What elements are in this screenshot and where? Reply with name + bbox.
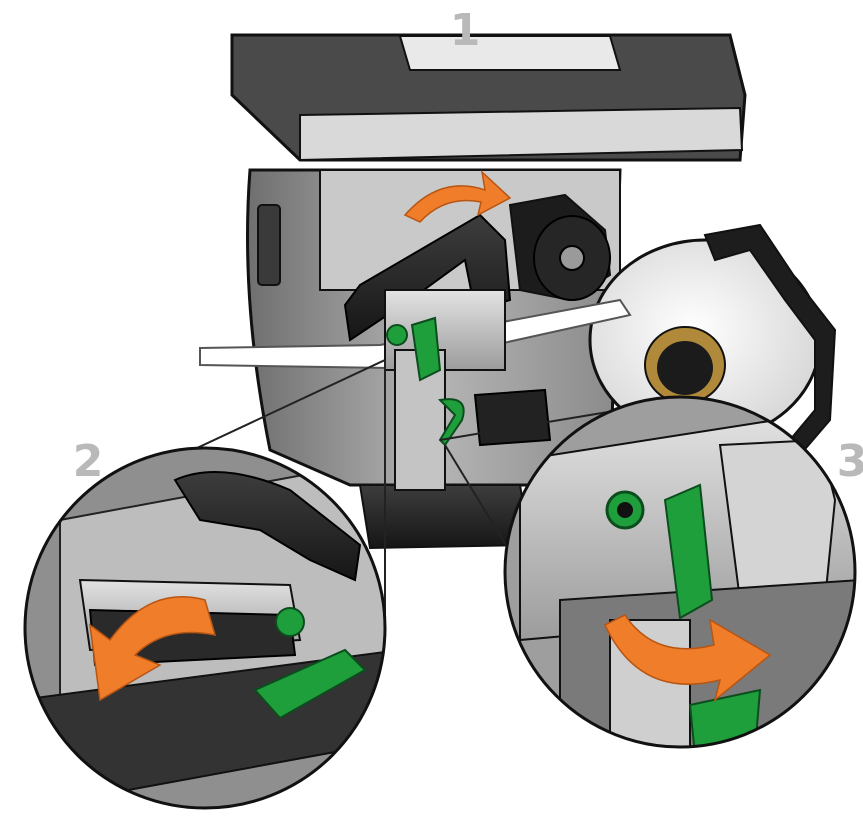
leader-line-right-b	[444, 444, 516, 561]
ribbon-spindle	[508, 193, 612, 302]
label-media	[199, 298, 632, 370]
printer-main-view	[199, 33, 837, 550]
step-number-3: 3	[837, 436, 863, 487]
leader-line-right	[439, 409, 621, 441]
curved-arrow-icon	[604, 614, 772, 703]
green-latch-icon	[253, 648, 367, 720]
green-latch-icon	[663, 483, 714, 620]
label-roll	[588, 223, 837, 457]
step-number-1: 1	[450, 5, 481, 56]
step-number-2: 2	[73, 436, 104, 487]
inset-step-2	[23, 446, 387, 810]
control-panel	[257, 204, 281, 286]
inset-step-3	[503, 395, 857, 749]
curved-arrow-icon	[89, 596, 217, 702]
curved-arrow-icon	[403, 169, 512, 223]
green-latch-icon	[410, 316, 442, 382]
